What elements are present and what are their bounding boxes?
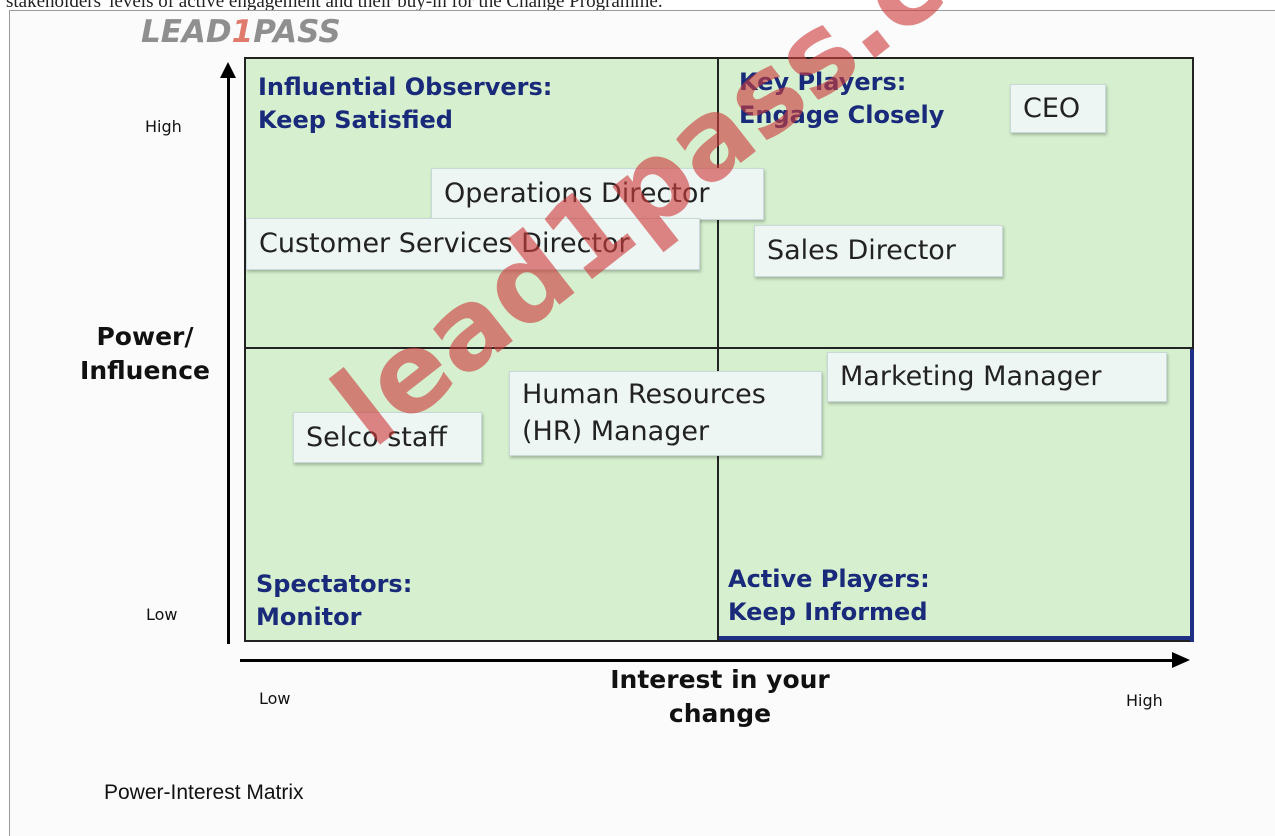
quadrant-title-line: Engage Closely — [739, 101, 945, 129]
y-axis-low-label: Low — [146, 605, 178, 624]
hr-manager-line: Human Resources — [522, 379, 766, 410]
x-axis-low-label: Low — [259, 689, 291, 708]
stakeholder-customer-services-director: Customer Services Director — [246, 218, 700, 270]
quadrant-title-line: Spectators: — [256, 570, 413, 598]
x-axis-arrow — [240, 659, 1175, 662]
y-axis-high-label: High — [145, 117, 182, 136]
quadrant-title-line: Key Players: — [739, 68, 907, 96]
quadrant-title-line: Active Players: — [728, 565, 930, 593]
hr-manager-line: (HR) Manager — [522, 416, 710, 447]
logo-part-one: 1 — [231, 14, 254, 50]
quadrant-title-line: Monitor — [256, 603, 362, 631]
power-interest-matrix — [244, 57, 1194, 642]
quadrant-key-players-title: Key Players: Engage Closely — [739, 66, 944, 132]
top-caption-text: stakeholders' levels of active engagemen… — [6, 0, 663, 12]
matrix-accent-right — [1190, 349, 1194, 642]
logo-part-lead: LEAD — [141, 14, 232, 50]
stakeholder-hr-manager: Human Resources (HR) Manager — [509, 371, 822, 456]
x-axis-arrowhead — [1172, 652, 1190, 668]
matrix-accent-bottom — [719, 636, 1194, 640]
x-axis-title-line: change — [668, 699, 772, 728]
quadrant-influential-observers-title: Influential Observers: Keep Satisfied — [258, 71, 552, 137]
quadrant-active-players-title: Active Players: Keep Informed — [728, 563, 930, 629]
quadrant-spectators-title: Spectators: Monitor — [256, 568, 412, 634]
y-axis-arrowhead — [220, 62, 236, 78]
x-axis-high-label: High — [1126, 691, 1163, 710]
figure-caption: Power-Interest Matrix — [104, 781, 304, 804]
quadrant-title-line: Keep Informed — [728, 598, 928, 626]
y-axis-arrow — [227, 70, 230, 644]
x-axis-title: Interest in your change — [580, 663, 860, 731]
stakeholder-marketing-manager: Marketing Manager — [827, 352, 1167, 402]
stakeholder-sales-director: Sales Director — [754, 225, 1003, 277]
y-axis-title-line: Influence — [80, 356, 210, 385]
logo-part-pass: PASS — [253, 14, 341, 50]
matrix-vertical-divider — [717, 57, 719, 642]
y-axis-title-line: Power/ — [96, 322, 194, 351]
quadrant-title-line: Keep Satisfied — [258, 106, 453, 134]
stakeholder-ceo: CEO — [1010, 84, 1106, 133]
stakeholder-selco-staff: Selco staff — [293, 412, 482, 463]
y-axis-title: Power/ Influence — [70, 320, 220, 388]
quadrant-title-line: Influential Observers: — [258, 73, 553, 101]
x-axis-title-line: Interest in your — [610, 665, 830, 694]
matrix-horizontal-divider — [244, 347, 1194, 349]
lead1pass-logo: LEAD1PASS — [141, 14, 341, 50]
stakeholder-operations-director: Operations Director — [431, 168, 764, 220]
